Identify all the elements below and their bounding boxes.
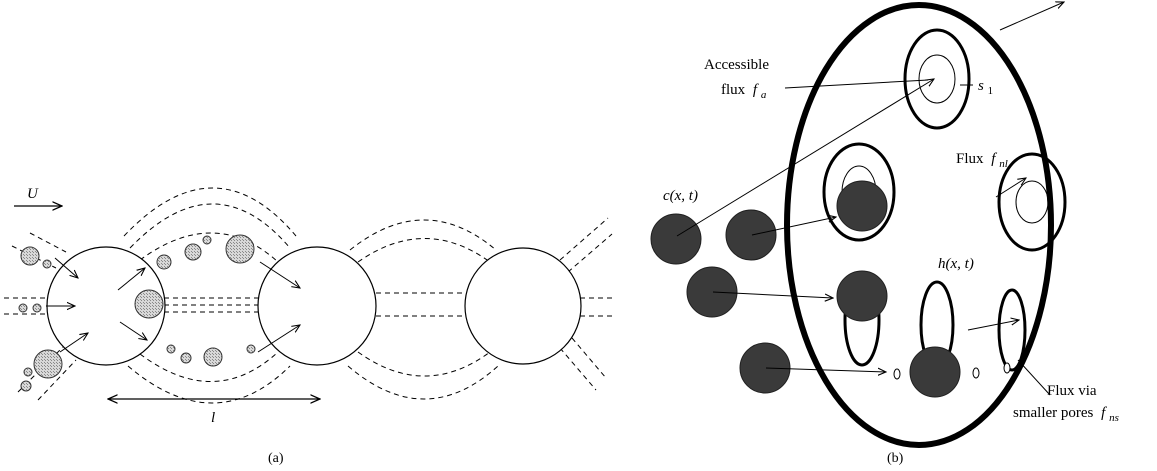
s1-label: s 1: [978, 78, 993, 97]
suspended-particles: [18, 234, 256, 392]
pore-body-2: [257, 246, 377, 366]
leader-lines: [784, 79, 1051, 396]
flux-ns-line1: Flux via: [1047, 383, 1097, 399]
accessible-flux-line1: Accessible: [704, 57, 769, 73]
panel-b-caption: (b): [887, 451, 904, 466]
pore-size-label: h(x, t): [938, 256, 974, 272]
accessible-flux-line2: flux f a: [721, 82, 767, 101]
concentration-label: c(x, t): [663, 188, 698, 204]
flux-ns-line2: smaller pores f ns: [1013, 405, 1119, 424]
solute-particles: [650, 180, 961, 398]
large-pore: [997, 152, 1067, 252]
panel-b: Accessible flux f a s 1 Flux f nl c(x, t…: [650, 2, 1119, 466]
length-label: l: [211, 410, 215, 426]
flow-arrows: [46, 257, 300, 353]
velocity-label: U: [27, 186, 39, 202]
accessible-pore: [903, 28, 971, 130]
flux-nl-label: Flux f nl: [956, 151, 1008, 170]
pore-channels: [4, 187, 613, 404]
pore-bodies: [46, 246, 582, 366]
transport-arrows: [676, 79, 1026, 372]
exit-arrow: [999, 2, 1064, 31]
pore-body-3: [464, 247, 582, 365]
filter-grain: [784, 2, 1054, 448]
panel-a: U: [4, 186, 613, 466]
length-arrow: l: [108, 399, 320, 426]
panel-a-caption: (a): [268, 451, 284, 466]
velocity-arrow: U: [14, 186, 62, 206]
